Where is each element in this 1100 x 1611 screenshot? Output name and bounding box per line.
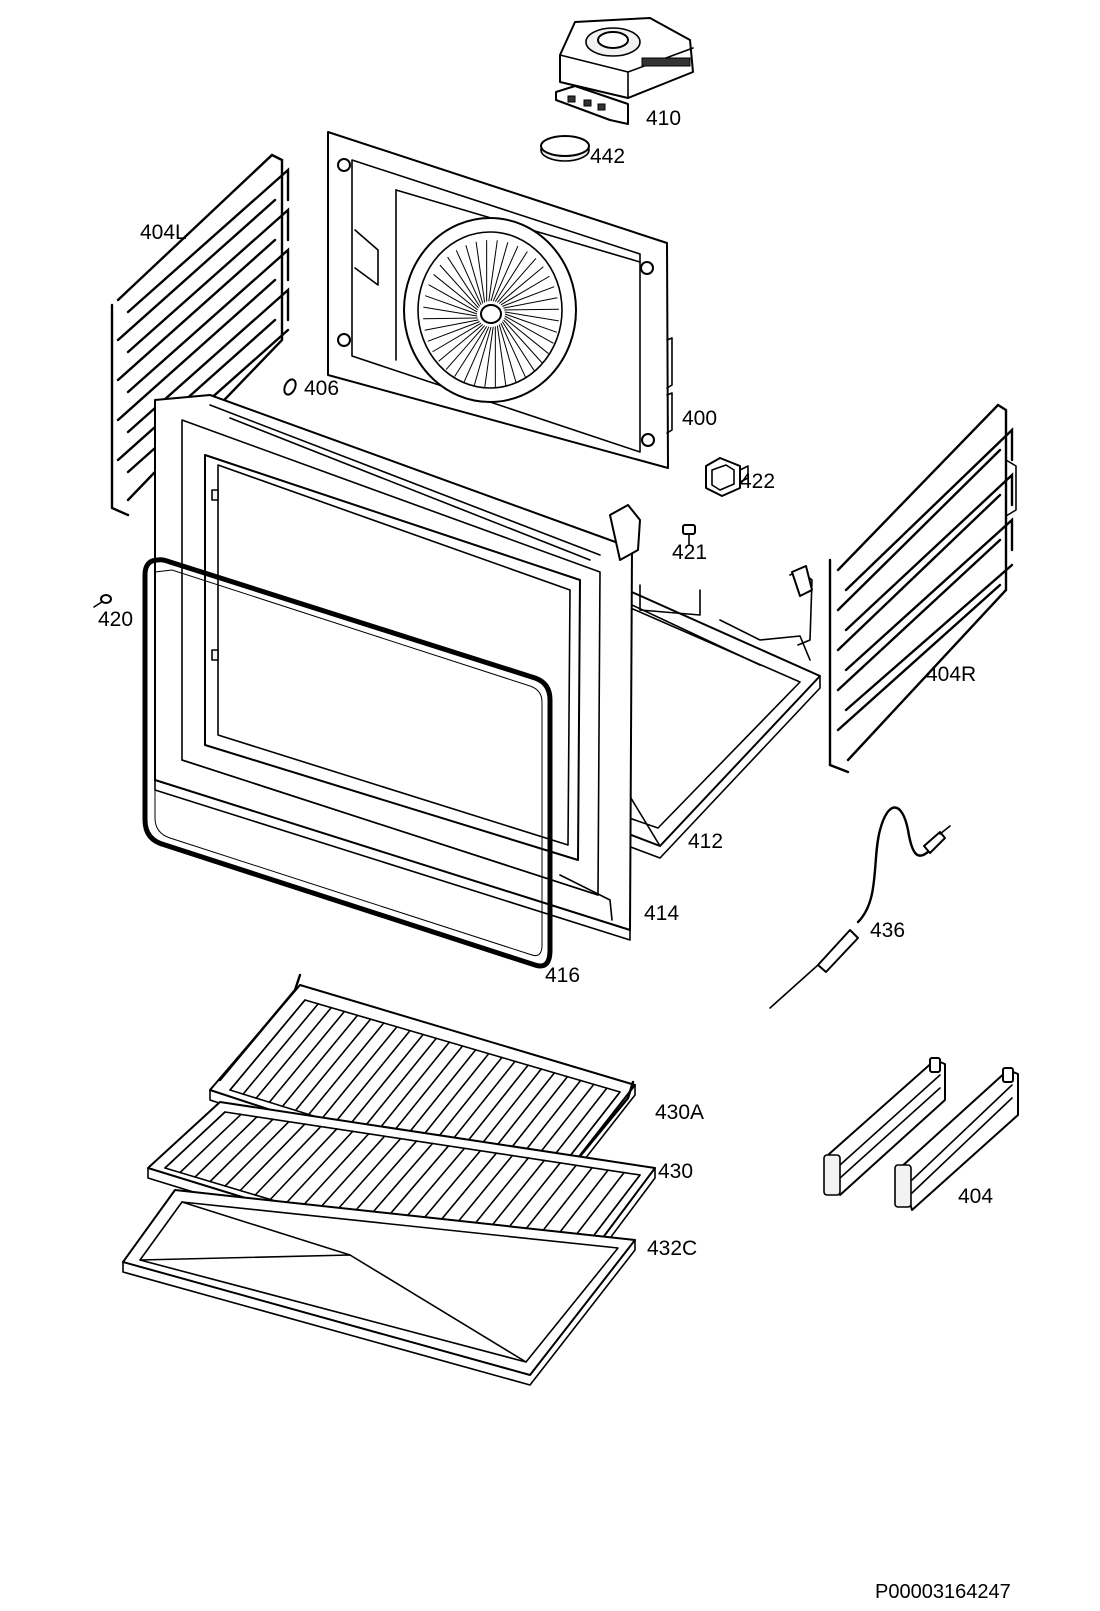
label-422: 422 xyxy=(740,470,776,493)
part-406-clip xyxy=(283,378,297,396)
label-414: 414 xyxy=(644,902,680,925)
label-416: 416 xyxy=(545,964,581,987)
label-406: 406 xyxy=(304,377,340,400)
label-410: 410 xyxy=(646,107,682,130)
part-436-meat-probe xyxy=(769,806,951,1009)
label-442: 442 xyxy=(590,145,626,168)
part-404L-left-shelf-rail xyxy=(110,153,290,517)
label-420: 420 xyxy=(98,608,134,631)
part-404-telescopic-runners xyxy=(823,1057,1019,1211)
part-422-lamp-holder xyxy=(705,457,749,497)
label-436: 436 xyxy=(870,919,906,942)
label-404: 404 xyxy=(958,1185,994,1208)
part-404R-right-shelf-rail xyxy=(828,403,1017,774)
part-416-door-seal xyxy=(142,557,553,969)
label-400: 400 xyxy=(682,407,718,430)
part-414-front-frame xyxy=(154,394,641,941)
part-420-screw xyxy=(93,594,112,608)
part-442-cover-disc xyxy=(540,135,590,162)
part-421-screw xyxy=(682,524,696,546)
label-412: 412 xyxy=(688,830,724,853)
part-400-back-panel xyxy=(327,131,673,469)
diagram-reference-number: P00003164247 xyxy=(875,1581,1011,1603)
label-404L: 404L xyxy=(140,221,187,244)
part-432C-baking-tray xyxy=(122,1189,636,1386)
label-404R: 404R xyxy=(926,663,977,686)
label-430A: 430A xyxy=(655,1101,705,1124)
label-432C: 432C xyxy=(647,1237,698,1260)
label-430: 430 xyxy=(658,1160,694,1183)
label-421: 421 xyxy=(672,541,708,564)
part-410-fan-motor xyxy=(555,17,694,125)
